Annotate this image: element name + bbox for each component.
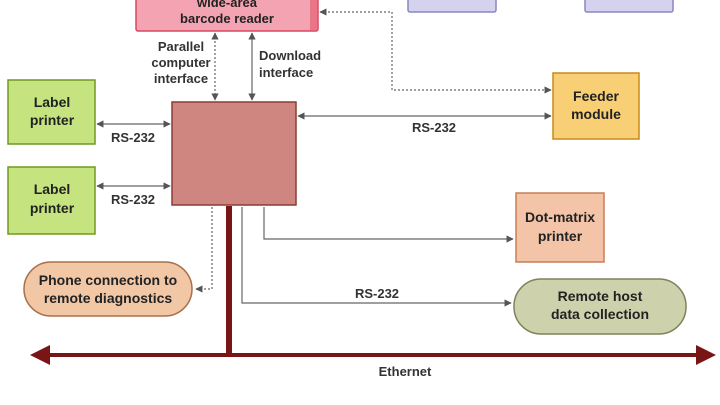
- edge-controller-to-phone: [195, 207, 213, 293]
- top-device-right: [584, 0, 674, 13]
- parallel-label-3: interface: [154, 71, 208, 86]
- controller-node: [171, 101, 297, 206]
- remote-host-label-2: data collection: [551, 306, 649, 322]
- feeder-module-node: Feeder module: [552, 72, 640, 140]
- barcode-reader-label-2: barcode reader: [180, 11, 274, 26]
- ethernet-label: Ethernet: [379, 364, 432, 379]
- phone-label-1: Phone connection to: [39, 272, 177, 288]
- download-label-2: interface: [259, 65, 313, 80]
- edge-rs232-remote-host: [241, 207, 512, 307]
- phone-connection-node: Phone connection to remote diagnostics: [23, 261, 193, 317]
- edge-barcode-to-feeder: [319, 8, 552, 94]
- rs232-host-label: RS-232: [355, 286, 399, 301]
- label-printer-2-label-1: Label: [34, 181, 71, 197]
- rs232-feeder-label: RS-232: [412, 120, 456, 135]
- edge-controller-to-dot-matrix: [263, 207, 514, 243]
- rs232-printer-2-label: RS-232: [111, 192, 155, 207]
- download-label-1: Download: [259, 48, 321, 63]
- remote-host-node: Remote host data collection: [513, 278, 687, 335]
- label-printer-2-label-2: printer: [30, 200, 75, 216]
- dot-matrix-label-1: Dot-matrix: [525, 209, 595, 225]
- rs232-printer-1-label: RS-232: [111, 130, 155, 145]
- label-printer-1-label-1: Label: [34, 94, 71, 110]
- barcode-reader-node: wide-area barcode reader: [135, 0, 319, 32]
- label-printer-2-node: Label printer: [7, 166, 96, 235]
- top-device-left: [407, 0, 497, 13]
- dot-matrix-printer-node: Dot-matrix printer: [515, 192, 605, 263]
- feeder-label-1: Feeder: [573, 88, 619, 104]
- label-printer-1-label-2: printer: [30, 112, 75, 128]
- dot-matrix-label-2: printer: [538, 228, 583, 244]
- label-printer-1-node: Label printer: [7, 79, 96, 145]
- remote-host-label-1: Remote host: [558, 288, 643, 304]
- parallel-label-1: Parallel: [158, 39, 204, 54]
- phone-label-2: remote diagnostics: [44, 290, 173, 306]
- barcode-reader-label-1: wide-area: [196, 0, 258, 10]
- feeder-label-2: module: [571, 106, 621, 122]
- parallel-label-2: computer: [151, 55, 210, 70]
